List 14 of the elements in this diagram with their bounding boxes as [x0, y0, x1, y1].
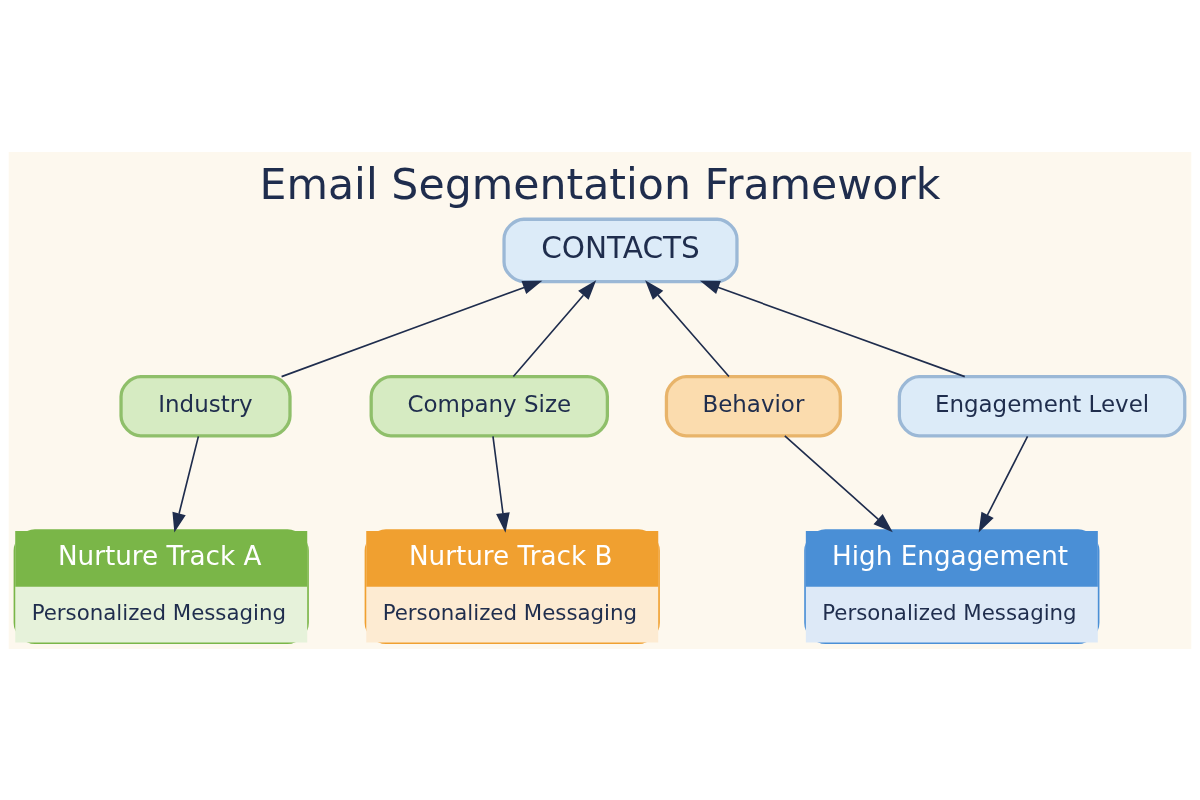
- arrow: [172, 435, 200, 533]
- node-box: Industry: [119, 374, 292, 437]
- arrow: [699, 280, 966, 377]
- arrow: [492, 435, 510, 533]
- arrow: [978, 435, 1029, 532]
- node-box: Engagement Level: [897, 374, 1187, 437]
- node-box: Company Size: [369, 374, 609, 437]
- diagram-title: Email Segmentation Framework: [259, 158, 941, 209]
- arrow: [280, 280, 543, 377]
- arrow: [784, 434, 893, 532]
- arrow: [645, 279, 730, 377]
- arrow: [512, 279, 597, 377]
- node-box: Behavior: [664, 374, 842, 437]
- node-box: CONTACTS: [502, 217, 739, 283]
